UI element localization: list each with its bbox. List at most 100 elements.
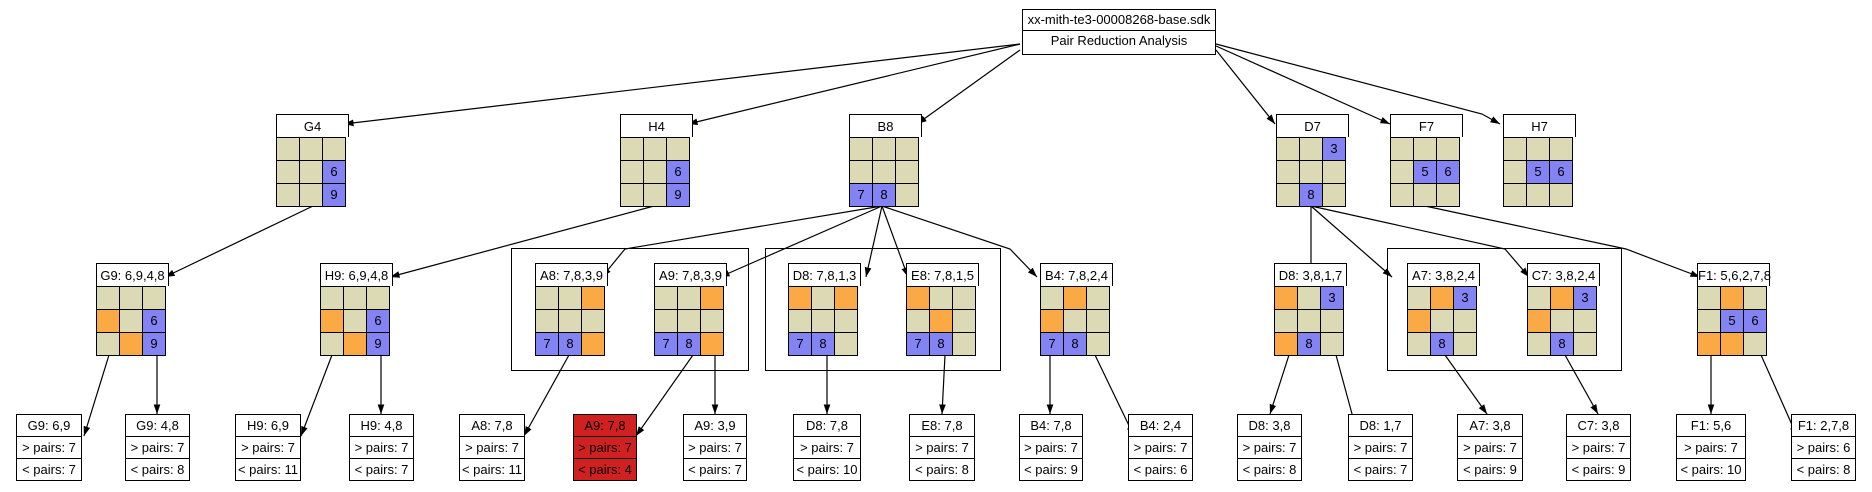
- leaf-title: G9: 6,9: [27, 418, 71, 433]
- edge-d8b-l12: [1269, 354, 1290, 415]
- leaf-c7-38[interactable]: C7: 3,8> pairs: 7< pairs: 9: [1566, 414, 1631, 481]
- pair-cell: [97, 310, 119, 332]
- leaf-a7-38[interactable]: A7: 3,8> pairs: 7< pairs: 9: [1457, 414, 1523, 481]
- grid-cell: [1041, 287, 1063, 309]
- grid-cell: [1321, 333, 1343, 355]
- leaf-b4-24[interactable]: B4: 2,4> pairs: 7< pairs: 6: [1128, 414, 1193, 481]
- grid-cell: [667, 138, 689, 160]
- grid-cell: [1414, 184, 1436, 206]
- leaf-greater-pairs: > pairs: 7: [794, 436, 860, 458]
- candidate-cell: 7: [655, 333, 677, 355]
- grid-cell: [277, 138, 299, 160]
- leaf-lesser-pairs: < pairs: 6: [1129, 458, 1192, 480]
- pair-cell: [582, 333, 604, 355]
- leaf-g9-69[interactable]: G9: 6,9> pairs: 7< pairs: 7: [16, 414, 82, 481]
- grid-cell: [1550, 138, 1572, 160]
- grid-cell: [930, 287, 952, 309]
- grid-cell: [1277, 184, 1299, 206]
- leaf-lesser-pairs: < pairs: 9: [1458, 458, 1522, 480]
- leaf-a9-39[interactable]: A9: 3,9> pairs: 7< pairs: 7: [683, 414, 747, 481]
- grid-cell: [621, 184, 643, 206]
- pair-cell: [1275, 287, 1297, 309]
- grid-cell: [1574, 310, 1596, 332]
- leaf-greater-pairs: > pairs: 7: [1567, 436, 1630, 458]
- grid-cell: [953, 310, 975, 332]
- grid-cell: [1528, 333, 1550, 355]
- candidate-cell: 8: [1064, 333, 1086, 355]
- grid-cell: [1528, 287, 1550, 309]
- edge-b8-e8: [881, 205, 909, 278]
- grid-cell: [1391, 138, 1413, 160]
- grid-cell: [907, 310, 929, 332]
- leaf-d8-78[interactable]: D8: 7,8> pairs: 7< pairs: 10: [793, 414, 861, 481]
- leaf-a8-78[interactable]: A8: 7,8 > pairs: 7< pairs: 11: [459, 414, 525, 481]
- leaf-title: C7: 3,8: [1577, 418, 1620, 433]
- grid-cell: [1298, 310, 1320, 332]
- leaf-b4-78[interactable]: B4: 7,8> pairs: 7< pairs: 9: [1019, 414, 1083, 481]
- edge-h4-h9: [389, 205, 655, 278]
- root-title: xx-mith-te3-00008268-base.sdk: [1027, 12, 1211, 27]
- leaf-title: H9: 4,8: [360, 418, 403, 433]
- pair-cell: [701, 287, 723, 309]
- grid-cell: [850, 138, 872, 160]
- grid-cell: [1300, 161, 1322, 183]
- candidate-cell: 7: [907, 333, 929, 355]
- leaf-h9-69[interactable]: H9: 6,9> pairs: 7< pairs: 11: [235, 414, 301, 481]
- grid-cell: [559, 310, 581, 332]
- grid-cell: [1550, 184, 1572, 206]
- leaf-title: A8: 7,8: [471, 418, 513, 433]
- candidate-cell: 9: [323, 184, 345, 206]
- root-subtitle: Pair Reduction Analysis: [1023, 30, 1215, 51]
- grid-cell: [621, 161, 643, 183]
- leaf-h9-48[interactable]: H9: 4,8> pairs: 7< pairs: 7: [349, 414, 414, 481]
- candidate-cell: 7: [850, 184, 872, 206]
- grid-cell: [536, 310, 558, 332]
- grid-cell: [953, 333, 975, 355]
- candidate-cell: 3: [1321, 287, 1343, 309]
- node-title: C7: 3,8,2,4: [1527, 263, 1600, 286]
- edge-root-h7: [1215, 43, 1501, 125]
- pair-cell: [701, 333, 723, 355]
- leaf-lesser-pairs: < pairs: 11: [460, 458, 524, 480]
- leaf-d8-38[interactable]: D8: 3,8> pairs: 7< pairs: 8: [1237, 414, 1302, 481]
- grid-cell: [1087, 287, 1109, 309]
- leaf-greater-pairs: > pairs: 7: [684, 436, 746, 458]
- leaf-f1-56[interactable]: F1: 5,6> pairs: 7< pairs: 10: [1676, 414, 1746, 481]
- grid-cell: [953, 287, 975, 309]
- pair-cell: [1041, 310, 1063, 332]
- candidate-cell: 9: [143, 333, 165, 355]
- leaf-d8-17[interactable]: D8: 1,7> pairs: 7< pairs: 7: [1348, 414, 1413, 481]
- pair-cell: [1698, 333, 1720, 355]
- leaf-lesser-pairs: < pairs: 7: [1349, 458, 1412, 480]
- node-title: F1: 5,6,2,7,8: [1697, 263, 1771, 286]
- edge-d7-c7: [1310, 205, 1530, 278]
- grid-cell: [678, 287, 700, 309]
- edge-b8-a8: [601, 205, 883, 278]
- cluster-a7-c7: [1387, 248, 1622, 371]
- leaf-lesser-pairs: < pairs: 8: [1792, 458, 1855, 480]
- leaf-g9-48[interactable]: G9: 4,8> pairs: 7< pairs: 8: [125, 414, 190, 481]
- candidate-cell: 6: [667, 161, 689, 183]
- grid-cell: [1504, 138, 1526, 160]
- leaf-a9-78[interactable]: A9: 7,8> pairs: 7< pairs: 4: [573, 414, 637, 481]
- node-title: H9: 6,9,4,8: [320, 263, 393, 286]
- leaf-f1-278[interactable]: F1: 2,7,8> pairs: 6< pairs: 8: [1791, 414, 1856, 481]
- grid-cell: [835, 333, 857, 355]
- grid-cell: [1744, 333, 1766, 355]
- leaf-greater-pairs: > pairs: 7: [350, 436, 413, 458]
- candidate-cell: 3: [1574, 287, 1596, 309]
- leaf-e8-78[interactable]: E8: 7,8> pairs: 7< pairs: 8: [909, 414, 975, 481]
- node-title: B4: 7,8,2,4: [1040, 263, 1113, 286]
- grid-cell: [1551, 310, 1573, 332]
- root-node[interactable]: xx-mith-te3-00008268-base.sdk Pair Reduc…: [1022, 9, 1216, 55]
- grid-cell: [300, 184, 322, 206]
- leaf-title: A7: 3,8: [1469, 418, 1511, 433]
- node-title: E8: 7,8,1,5: [906, 263, 979, 286]
- leaf-greater-pairs: > pairs: 7: [460, 436, 524, 458]
- grid-cell: [321, 333, 343, 355]
- edge-e8-l9: [939, 354, 946, 415]
